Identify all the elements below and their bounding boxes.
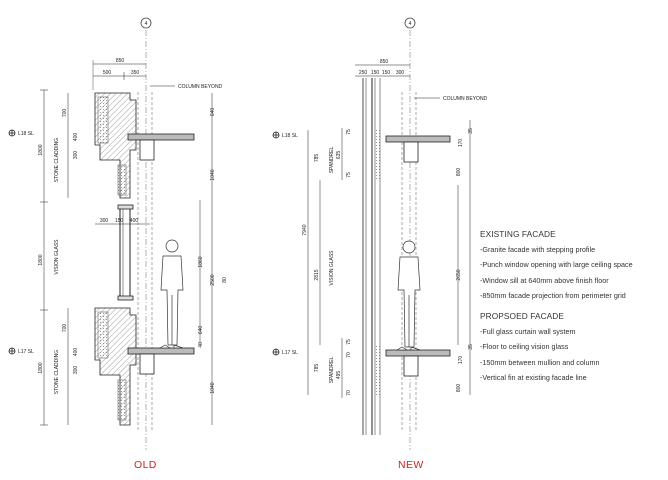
old-vision-label: VISION GLASS [54,239,60,275]
new-grid-marker [404,17,416,29]
new-inner-dim-1: 75 [346,129,352,135]
grid-marker-label: 4 [145,21,148,27]
new-right-dim-4: 2650 [456,269,462,280]
old-left-dim-1: 1800 [38,144,44,155]
old-inner-dim-4: 700 [62,324,68,333]
new-caption: NEW [398,459,424,471]
new-top-dim-4: 300 [396,70,405,76]
old-level-upper: L18 SL [18,131,34,137]
new-spandrel-label-upper: SPANDREL [329,146,335,173]
new-top-dim-3: 150 [382,70,391,76]
old-inner-dim-3: 300 [73,151,79,160]
new-left-dim-1: 7940 [302,224,308,235]
new-inner-dim-6: 495 [336,371,342,380]
old-top-dim-total: 850 [116,58,125,64]
existing-item-3: -Window sill at 640mm above finish floor [480,275,609,285]
new-top-dim-1: 250 [359,70,368,76]
new-top-dim-2: 150 [371,70,380,76]
new-inner-dim-5: 70 [346,352,352,358]
notes-panel: EXISTING FACADE -Granite facade with ste… [480,229,666,385]
old-right-dim-8: 80 [222,277,228,283]
proposed-item-1: -Full glass curtain wall system [480,327,576,337]
old-right-dim-6: 1040 [210,382,216,393]
proposed-item-4: -Vertical fin at existing facade line [480,373,587,383]
old-cladding-label-upper: STONE CLADDING [54,138,60,182]
new-level-upper: L18 SL [282,133,298,139]
new-inner-dim-4: 75 [346,339,352,345]
new-top-dim-total: 850 [380,59,389,65]
old-right-dim-4: 2500 [210,274,216,285]
new-vision-label: VISION GLASS [329,250,335,286]
new-left-dim-2: 2815 [314,269,320,280]
new-inner-dim-2: 635 [336,151,342,160]
existing-heading: EXISTING FACADE [480,229,556,239]
old-right-dim-7: 40 [198,342,204,348]
old-right-dim-5: 640 [198,326,204,335]
old-right-dim-2: 1040 [210,169,216,180]
old-mid-dim-3: 400 [130,218,139,224]
new-column-label: COLUMN BEYOND [443,96,488,102]
old-section: 4 850 500 350 COLUMN BEYOND [8,17,228,450]
new-right-dim-1: 35 [468,128,474,134]
new-right-dim-7: 800 [456,384,462,393]
old-slab-upper [127,133,195,141]
new-level-lower: L17 SL [282,350,298,356]
old-cladding-label-lower: STONE CLADDING [54,350,60,394]
old-inner-dim-6: 300 [73,366,79,375]
new-section: 4 850 250 150 150 300 COLUMN BEYOND [272,17,488,450]
old-inner-dim-5: 400 [73,348,79,357]
existing-item-4: -850mm facade projection from perimeter … [480,290,626,300]
old-top-dim-left: 500 [103,70,112,76]
new-spandrel-label-lower: SPANDREL [329,356,335,383]
new-left-dim-3: 785 [314,154,320,163]
proposed-heading: PROPSOED FACADE [480,311,565,322]
old-inner-dim-2: 400 [73,133,79,142]
old-left-dim-2: 1800 [38,254,44,265]
new-inner-dim-3: 75 [346,172,352,178]
old-person-figure [158,239,184,349]
old-slab-lower [127,347,195,355]
old-inner-dim-1: 700 [62,109,68,118]
new-person-figure [395,240,421,351]
existing-item-1: -Granite facade with stepping profile [480,245,596,254]
new-grid-marker-label: 4 [409,21,412,27]
old-mid-dim-1: 300 [100,218,109,224]
proposed-item-3: -150mm between mullion and column [480,357,600,367]
new-left-dim-4: 785 [314,364,320,373]
old-right-dim-3: 1860 [198,256,204,267]
old-level-lower: L17 SL [18,349,34,355]
old-column-label: COLUMN BEYOND [178,84,223,90]
new-right-dim-3: 800 [456,168,462,177]
grid-marker [140,17,152,29]
new-slab-lower [385,349,451,357]
new-slab-upper [385,135,451,143]
old-caption: OLD [134,459,157,471]
new-right-dim-2: 170 [458,139,464,148]
old-left-dim-3: 1800 [38,362,44,373]
new-right-dim-6: 170 [458,356,464,365]
new-right-dim-5: 35 [468,344,474,350]
old-right-dim-1: 640 [210,108,216,117]
existing-item-2: -Punch window opening with large ceiling… [480,260,633,270]
old-mid-dim-2: 150 [115,218,124,224]
old-top-dim-right: 350 [131,70,140,76]
proposed-item-2: -Floor to ceiling vision glass [480,342,569,352]
new-inner-dim-7: 70 [346,390,352,396]
